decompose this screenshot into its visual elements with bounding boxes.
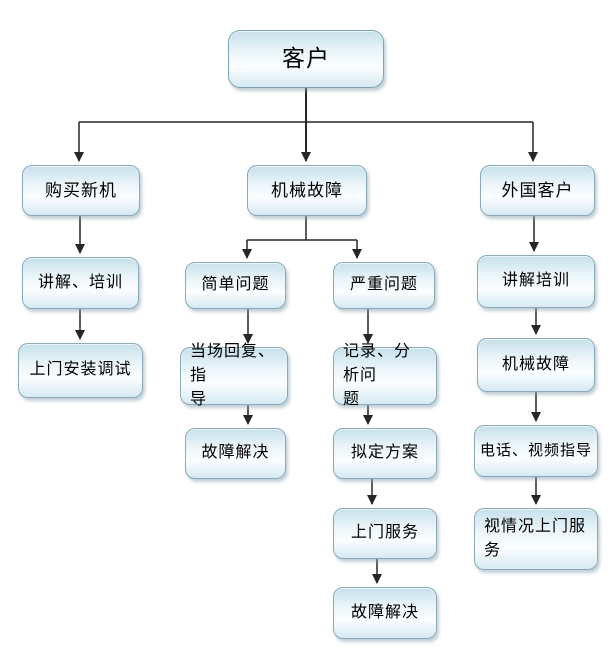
node-onsite-by-situation: 视情况上门服 务 [474, 508, 598, 570]
node-mechanical-failure: 机械故障 [247, 165, 367, 216]
node-label-serious-problem: 严重问题 [349, 276, 418, 294]
node-phone-video-guidance: 电话、视频指导 [474, 425, 598, 477]
node-label-foreign-customer: 外国客户 [501, 180, 574, 200]
node-fault-resolved-serious: 故障解决 [333, 587, 437, 639]
node-label-explain-training-right: 讲解培训 [501, 272, 570, 290]
node-label-onsite-by-situation: 视情况上门服 务 [484, 518, 587, 559]
node-mechanical-failure-right: 机械故障 [477, 338, 595, 392]
node-explain-training-right: 讲解培训 [477, 255, 595, 308]
node-label-onsite-service: 上门服务 [350, 524, 419, 542]
node-serious-problem: 严重问题 [333, 262, 435, 309]
node-label-draft-plan: 拟定方案 [350, 444, 419, 462]
node-record-analyze-problem: 记录、分析问 题 [333, 343, 437, 408]
node-label-mechanical-failure-right: 机械故障 [501, 355, 570, 373]
node-onsite-install-debug: 上门安装调试 [18, 343, 143, 398]
node-label-buy-new-machine: 购买新机 [45, 180, 117, 200]
node-label-onspot-reply-guidance: 当场回复、指 导 [190, 343, 276, 408]
node-fault-resolved-simple: 故障解决 [185, 428, 286, 479]
node-label-record-analyze-problem: 记录、分析问 题 [343, 343, 412, 408]
node-label-fault-resolved-serious: 故障解决 [350, 603, 419, 621]
node-label-mechanical-failure: 机械故障 [271, 180, 343, 200]
node-label-simple-problem: 简单问题 [201, 276, 270, 294]
node-draft-plan: 拟定方案 [333, 428, 437, 479]
node-explain-training-left: 讲解、培训 [22, 257, 139, 309]
node-label-explain-training-left: 讲解、培训 [37, 273, 123, 291]
node-onspot-reply-guidance: 当场回复、指 导 [180, 343, 288, 408]
node-customer: 客户 [228, 30, 384, 88]
node-onsite-service: 上门服务 [333, 508, 437, 559]
node-foreign-customer: 外国客户 [480, 165, 595, 216]
node-label-customer: 客户 [282, 45, 330, 71]
node-label-fault-resolved-simple: 故障解决 [201, 444, 270, 462]
node-simple-problem: 简单问题 [185, 262, 286, 309]
node-label-onsite-install-debug: 上门安装调试 [29, 361, 132, 379]
node-label-phone-video-guidance: 电话、视频指导 [479, 442, 592, 459]
node-buy-new-machine: 购买新机 [22, 165, 140, 216]
